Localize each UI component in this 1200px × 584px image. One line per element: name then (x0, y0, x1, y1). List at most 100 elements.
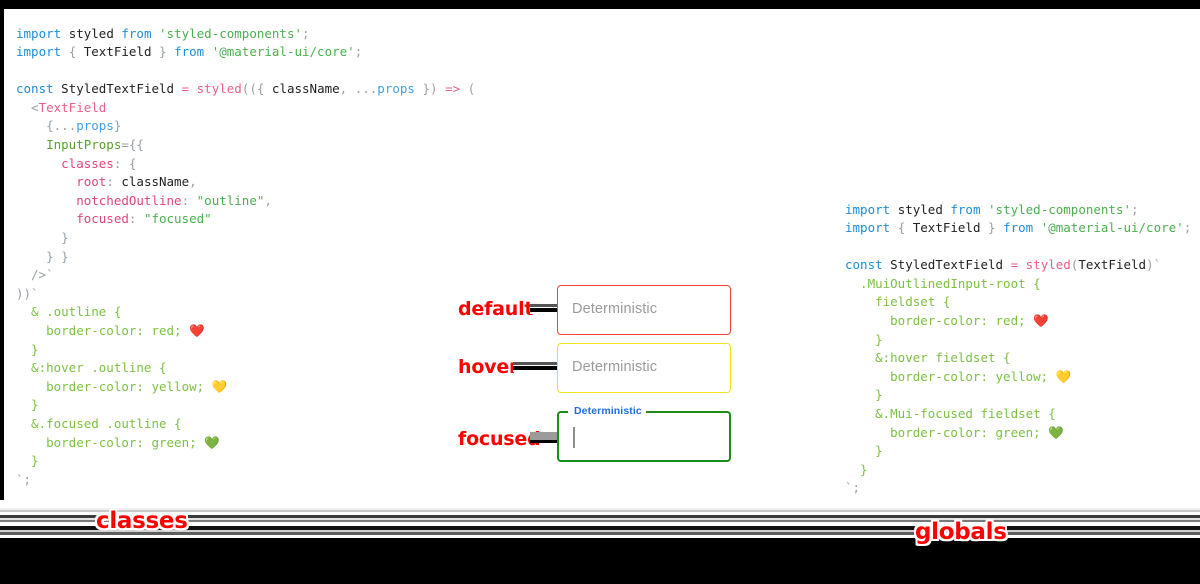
code-token: TextField (83, 44, 152, 60)
code-token: className (121, 174, 190, 190)
code-token: ... (53, 118, 77, 134)
code-token: &:hover fieldset { (845, 350, 1011, 366)
connector-default (530, 303, 560, 314)
code-token: , (189, 174, 197, 190)
code-token: => (445, 81, 468, 97)
code-block-classes: import styled from 'styled-components'; … (16, 25, 475, 490)
code-token: : { (113, 155, 137, 171)
code-token: props (377, 81, 415, 97)
code-token: { (256, 81, 272, 97)
code-token: from (121, 25, 160, 41)
code-token: ( (467, 81, 476, 97)
band-label-globals: globals (915, 519, 1007, 545)
code-token: classes (16, 155, 114, 171)
code-token: border-color: green; (845, 424, 1049, 440)
annotation-focused: focused (458, 428, 541, 450)
code-token: { (68, 44, 84, 60)
annotation-hover: hover (458, 356, 519, 378)
code-token: "outline" (196, 192, 265, 208)
code-token: } (16, 230, 69, 246)
code-token: ; (1131, 201, 1139, 217)
code-token: border-color: red; (845, 313, 1034, 329)
code-token: } (16, 341, 39, 357)
code-token: ... (354, 81, 378, 97)
code-token: : (106, 174, 122, 190)
code-token: 💛 (1055, 368, 1072, 384)
code-token: from (174, 44, 212, 60)
code-token: '@material-ui/core' (211, 44, 355, 60)
text-cursor-icon (573, 427, 575, 448)
code-token: border-color: yellow; (845, 368, 1056, 384)
connector-focused (530, 432, 558, 443)
code-token: styled (1025, 257, 1071, 273)
code-token: focused (16, 211, 129, 227)
code-token: ( (1070, 257, 1079, 273)
code-token: StyledTextField (890, 257, 1011, 273)
code-token: TextField (38, 99, 107, 115)
code-token: ` (46, 267, 54, 283)
code-token: notchedOutline (16, 192, 182, 208)
code-token: from (1003, 220, 1041, 236)
code-token: fieldset { (845, 294, 951, 310)
code-token: : (181, 192, 197, 208)
bottom-band-divider (0, 500, 1200, 584)
code-token: /> (16, 267, 47, 283)
code-token: `; (16, 471, 32, 487)
code-token: const (845, 257, 891, 273)
band-label-classes: classes (96, 508, 188, 534)
code-token: 💛 (211, 378, 228, 394)
code-token: } (845, 461, 868, 477)
code-token: & .outline { (16, 304, 122, 320)
code-token: < (16, 99, 39, 115)
code-token: ={{ (121, 137, 144, 153)
code-token: } } (16, 248, 69, 264)
code-token: import (845, 220, 898, 236)
code-token: .MuiOutlinedInput-root { (845, 275, 1041, 291)
code-token: import (845, 201, 898, 217)
code-token: 'styled-components' (988, 201, 1132, 217)
code-token: } (845, 443, 883, 459)
code-token: 💚 (1048, 424, 1064, 440)
code-token: &.focused .outline { (16, 415, 182, 431)
textfield-focused[interactable]: Deterministic (557, 405, 731, 462)
code-token: styled (196, 81, 242, 97)
code-token: ; (1183, 220, 1192, 236)
code-token: import (16, 25, 69, 41)
code-token: }) (414, 81, 446, 97)
code-token: const (16, 81, 62, 97)
code-token: border-color: yellow; (16, 378, 212, 394)
code-token: 'styled-components' (159, 25, 303, 41)
code-block-globals: import styled from 'styled-components'; … (845, 201, 1191, 499)
textfield-hover[interactable]: Deterministic (557, 343, 731, 393)
code-token: (( (241, 81, 257, 97)
code-token: ❤️ (1033, 313, 1049, 329)
code-token: } (16, 453, 39, 469)
code-token: styled (897, 201, 951, 217)
textfield-hover-value: Deterministic (572, 359, 658, 375)
textfield-focused-label: Deterministic (572, 405, 644, 417)
code-token: : (128, 211, 144, 227)
code-token: &:hover .outline { (16, 360, 167, 376)
code-token: &.Mui-focused fieldset { (845, 406, 1056, 422)
top-black-bar (0, 0, 1200, 9)
code-token: = (1010, 257, 1026, 273)
code-token: from (950, 201, 989, 217)
connector-hover (513, 361, 560, 372)
code-token: } (113, 118, 122, 134)
code-token: ; (354, 44, 363, 60)
code-token: `; (845, 480, 861, 496)
textfield-default[interactable]: Deterministic (557, 285, 731, 335)
code-token: border-color: green; (16, 434, 205, 450)
code-token: } (980, 220, 1004, 236)
code-token: TextField (912, 220, 981, 236)
code-token: , (339, 81, 355, 97)
left-black-edge (0, 0, 4, 500)
code-token: )` (1146, 257, 1162, 273)
code-token: = (181, 81, 197, 97)
code-token: StyledTextField (61, 81, 182, 97)
code-token: border-color: red; (16, 323, 190, 338)
code-token: import (16, 44, 69, 60)
code-token: props (76, 118, 114, 134)
code-token: } (845, 331, 883, 347)
